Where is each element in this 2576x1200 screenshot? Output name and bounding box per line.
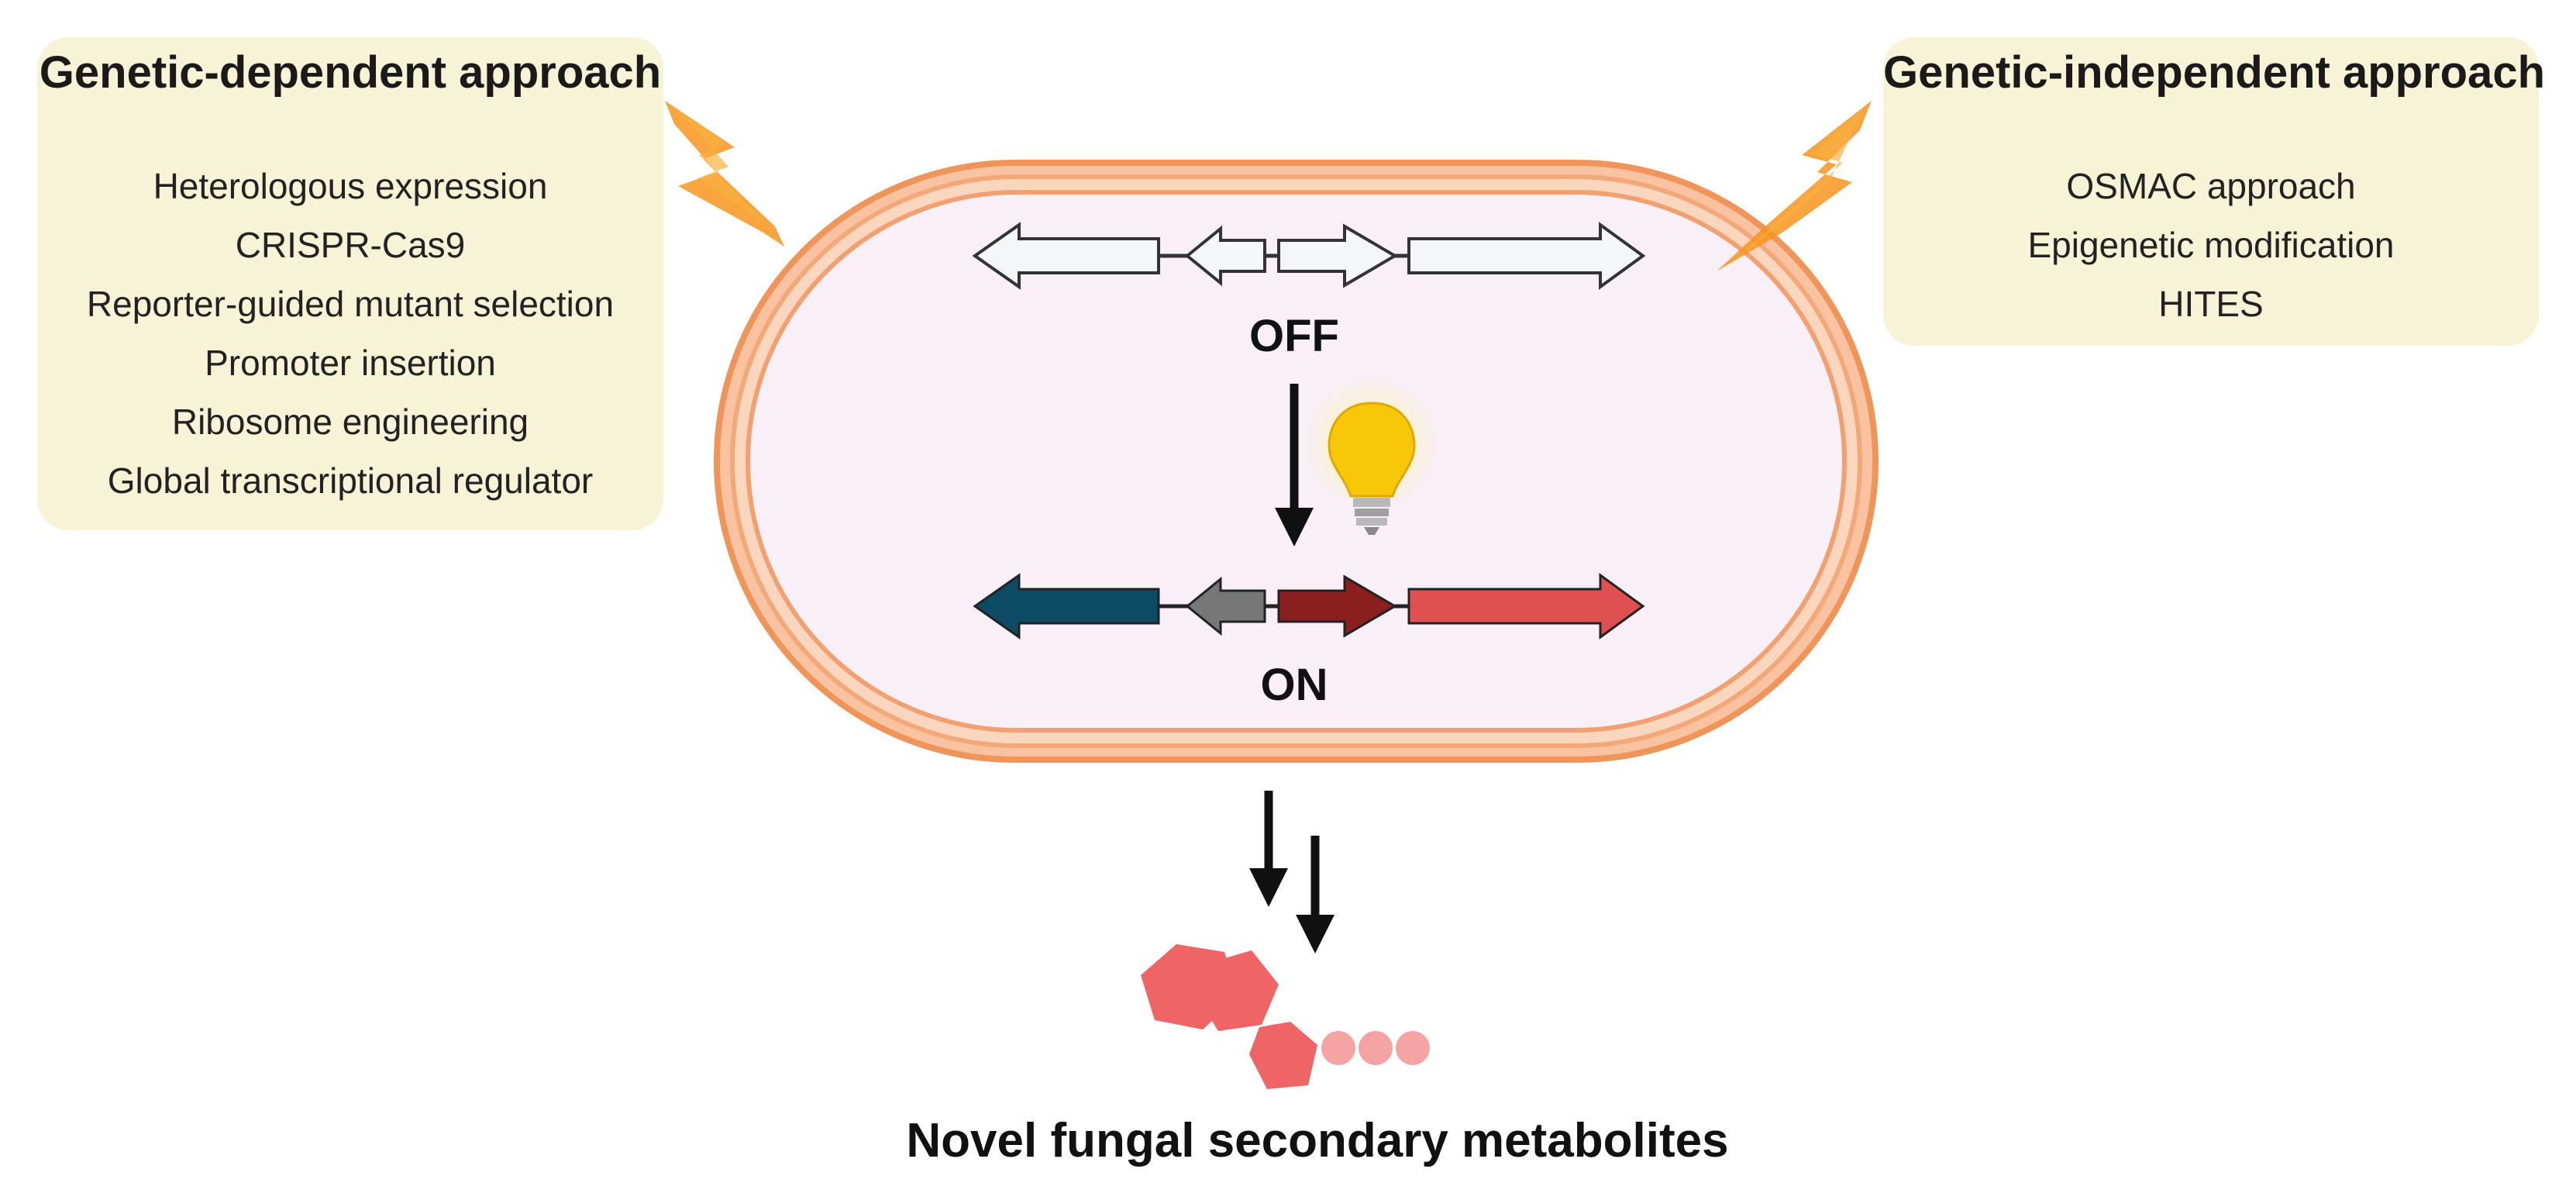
gene-on-3 [1277,574,1397,638]
genetic-dependent-title: Genetic-dependent approach [39,47,662,98]
list-item: Ribosome engineering [171,402,529,442]
gene-off-2 [1184,225,1266,287]
list-item: Epigenetic modification [2027,225,2395,265]
output-arrow-1-head [1249,868,1288,907]
activation-arrow-head [1275,508,1314,547]
genetic-dependent-panel: Genetic-dependent approach Heterologous … [37,37,663,530]
lightning-icon-left [665,101,784,247]
list-item: OSMAC approach [2066,166,2356,206]
off-label: OFF [1249,311,1339,361]
genetic-independent-list: OSMAC approach Epigenetic modification H… [1883,157,2539,333]
genetic-independent-panel: Genetic-independent approach OSMAC appro… [1883,37,2545,346]
list-item: Heterologous expression [153,166,548,206]
list-item: Global transcriptional regulator [107,460,594,501]
list-item: CRISPR-Cas9 [235,225,466,265]
gene-off-4 [1407,222,1646,290]
gene-on-1 [973,573,1160,640]
list-item: Reporter-guided mutant selection [86,284,615,324]
genetic-dependent-list: Heterologous expression CRISPR-Cas9 Repo… [37,157,663,510]
list-item: HITES [2158,284,2264,324]
metabolite-molecule-icon [1141,944,1430,1089]
output-arrow-2-head [1296,915,1334,953]
lightning-icon-right [1717,101,1872,271]
gene-off-1 [972,222,1160,290]
diagram-caption: Novel fungal secondary metabolites [906,1114,1729,1167]
gene-on-4 [1407,573,1645,640]
gene-cluster-on [973,573,1645,640]
on-label: ON [1260,660,1328,710]
gene-cluster-off [972,222,1646,290]
list-item: Promoter insertion [205,343,496,383]
gene-off-3 [1277,223,1398,288]
gene-on-2 [1185,576,1266,636]
genetic-independent-title: Genetic-independent approach [1883,47,2545,98]
lightbulb-icon [1303,375,1440,535]
